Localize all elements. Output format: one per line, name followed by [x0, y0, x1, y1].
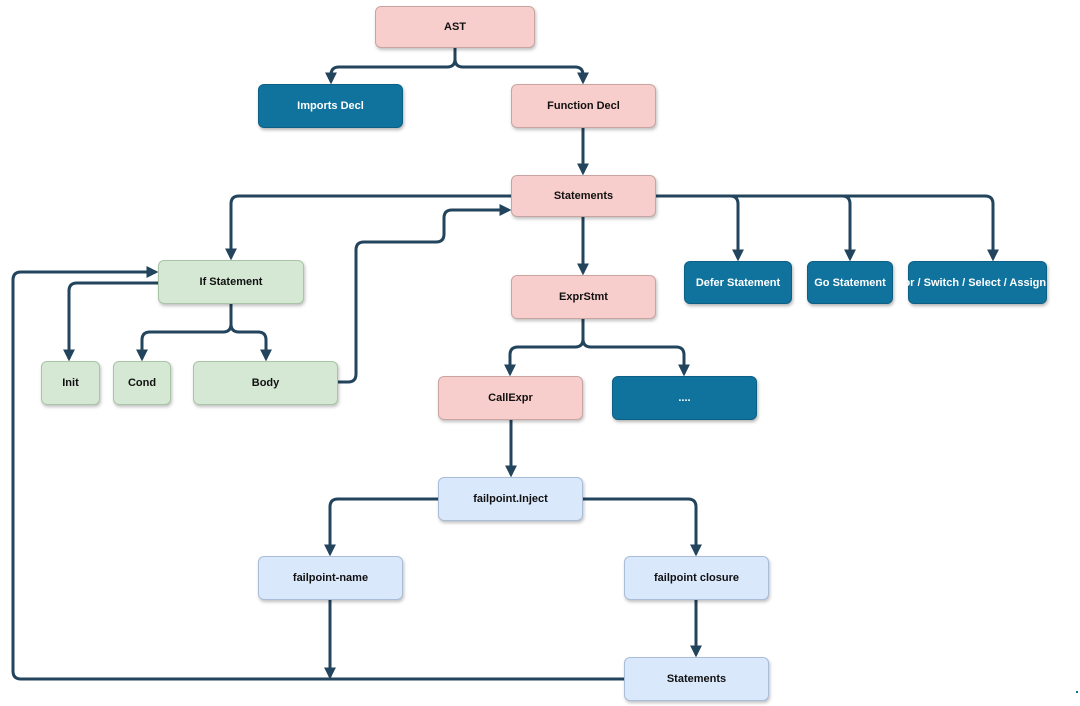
- node-imports-decl: Imports Decl: [258, 84, 403, 128]
- node-statements-top: Statements: [511, 175, 656, 217]
- node-defer-statement: Defer Statement: [684, 261, 792, 304]
- edge-exprstmt-callexpr: [504, 319, 585, 377]
- edge-statements-defer: [656, 194, 744, 262]
- corner-dot: [1076, 691, 1078, 693]
- node-for-switch-select-assign: For / Switch / Select / Assign ...: [897, 261, 1058, 304]
- node-label: failpoint closure: [654, 572, 739, 584]
- node-call-expr: CallExpr: [438, 376, 583, 420]
- node-label: If Statement: [199, 276, 263, 288]
- edge-inject-fpname: [324, 497, 438, 557]
- node-label: Statements: [553, 190, 614, 202]
- node-label: failpoint.Inject: [473, 493, 548, 505]
- edge-statements-if: [225, 194, 511, 261]
- node-body: Body: [193, 361, 338, 405]
- node-label: Cond: [127, 377, 157, 389]
- node-label: Imports Decl: [297, 100, 364, 112]
- node-label: CallExpr: [488, 392, 533, 404]
- node-label: Statements: [666, 673, 727, 685]
- node-label: Init: [62, 377, 79, 389]
- edge-exprstmt-ellipsis: [581, 319, 690, 377]
- edge-body-statements: [338, 204, 512, 384]
- edge-ast-imports: [325, 48, 457, 85]
- edge-statements-forswitch: [656, 194, 999, 262]
- node-init: Init: [41, 361, 100, 405]
- node-label: Defer Statement: [695, 276, 781, 289]
- node-label: For / Switch / Select / Assign ...: [896, 276, 1059, 289]
- node-label: Body: [251, 377, 280, 389]
- edge-inject-fpclosure: [583, 497, 702, 557]
- edge-if-cond: [136, 304, 233, 362]
- edge-statements-go: [656, 194, 856, 262]
- node-failpoint-name: failpoint-name: [258, 556, 403, 600]
- node-cond: Cond: [113, 361, 171, 405]
- node-label: Go Statement: [814, 276, 886, 289]
- node-go-statement: Go Statement: [807, 261, 893, 304]
- node-label: AST: [444, 21, 466, 33]
- node-label: ExprStmt: [559, 291, 608, 303]
- edge-statements-if-loop: [11, 266, 624, 681]
- node-function-decl: Function Decl: [511, 84, 656, 128]
- node-ellipsis: ....: [612, 376, 757, 420]
- node-ast: AST: [375, 6, 535, 48]
- node-failpoint-inject: failpoint.Inject: [438, 477, 583, 521]
- node-expr-stmt: ExprStmt: [511, 275, 656, 319]
- node-label: failpoint-name: [292, 572, 369, 584]
- edge-if-body: [229, 304, 272, 362]
- node-if-statement: If Statement: [158, 260, 304, 304]
- node-label: ....: [678, 392, 691, 404]
- node-label: Function Decl: [547, 100, 620, 112]
- edge-ast-function-decl: [453, 48, 589, 85]
- edge-if-init: [63, 281, 158, 362]
- node-failpoint-closure: failpoint closure: [624, 556, 769, 600]
- node-statements-bottom: Statements: [624, 657, 769, 701]
